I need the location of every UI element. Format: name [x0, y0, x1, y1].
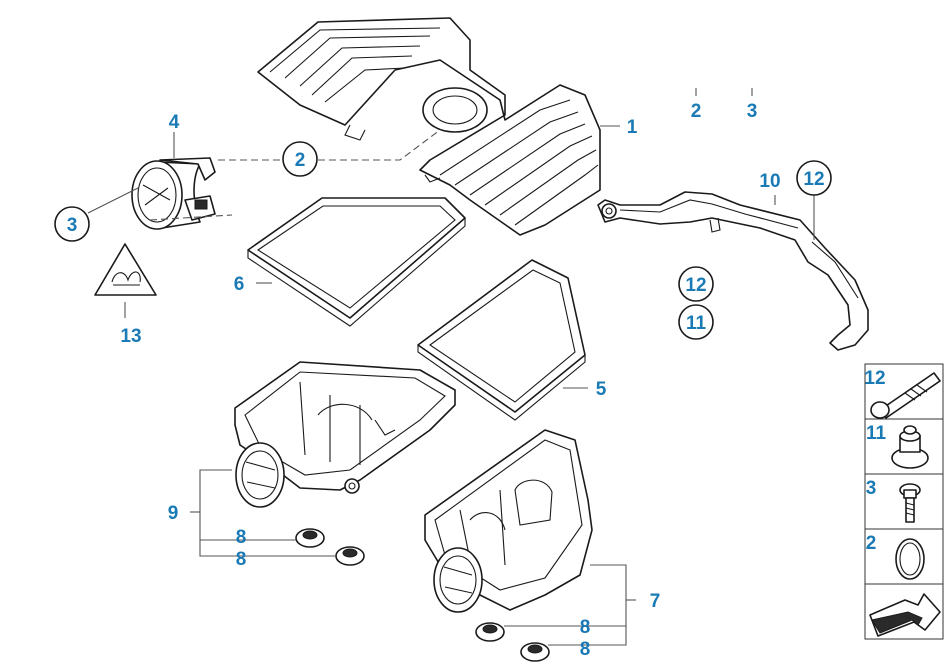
callout-3-top: 3: [747, 101, 758, 122]
callout-circle-12-top: [796, 160, 832, 196]
legend-label-2: 2: [866, 533, 877, 554]
callout-9: 9: [168, 503, 179, 524]
callout-2-circle: 2: [295, 150, 306, 171]
callout-13: 13: [120, 326, 141, 347]
callout-5: 5: [596, 379, 607, 400]
callout-6: 6: [234, 274, 245, 295]
callout-12-circle-top: 12: [803, 169, 824, 190]
housing-cover-part[interactable]: [257, 17, 601, 236]
callout-8-a: 8: [236, 527, 247, 548]
lower-housing-7[interactable]: [424, 429, 593, 613]
callout-labels: 1 2 3 2 4 3 13 6 10 12 12 11 5 9 8 8 7 8…: [67, 101, 825, 660]
lower-housing-9[interactable]: [234, 361, 456, 508]
callout-7: 7: [650, 591, 661, 612]
legend-label-11: 11: [866, 423, 887, 444]
callout-3-circle: 3: [67, 215, 78, 236]
callout-8-d: 8: [580, 639, 591, 660]
callout-2-top: 2: [691, 101, 702, 122]
callout-10: 10: [759, 171, 780, 192]
callout-1: 1: [627, 117, 638, 138]
callout-8-c: 8: [580, 617, 591, 638]
side-legend: 12 11 3 2: [864, 363, 944, 640]
bolt-long-icon: [870, 372, 941, 419]
callout-8-b: 8: [236, 549, 247, 570]
callout-circle-2: [282, 141, 318, 177]
legend-label-12: 12: [864, 368, 885, 389]
o-ring-icon: [895, 538, 925, 580]
callout-circle-3: [54, 206, 90, 242]
screw-icon: [899, 483, 921, 523]
callout-11-circle: 11: [686, 313, 707, 334]
callout-4: 4: [169, 112, 180, 133]
leader-lines: [87, 88, 815, 646]
warning-triangle-icon: [94, 243, 157, 296]
bracket-part[interactable]: [597, 191, 869, 351]
legend-label-3: 3: [866, 478, 877, 499]
callout-circle-11: [678, 304, 714, 340]
filter-element-5[interactable]: [417, 259, 586, 421]
arrow-icon: [869, 593, 941, 637]
callout-12-circle-mid: 12: [685, 275, 706, 296]
filter-element-6[interactable]: [247, 197, 466, 327]
air-flow-sensor-part[interactable]: [131, 157, 216, 230]
legend-box-3[interactable]: [864, 473, 944, 530]
rubber-mount-icon: [891, 425, 929, 469]
callout-circle-12-mid: [678, 266, 714, 302]
grommet-part[interactable]: [295, 528, 550, 662]
